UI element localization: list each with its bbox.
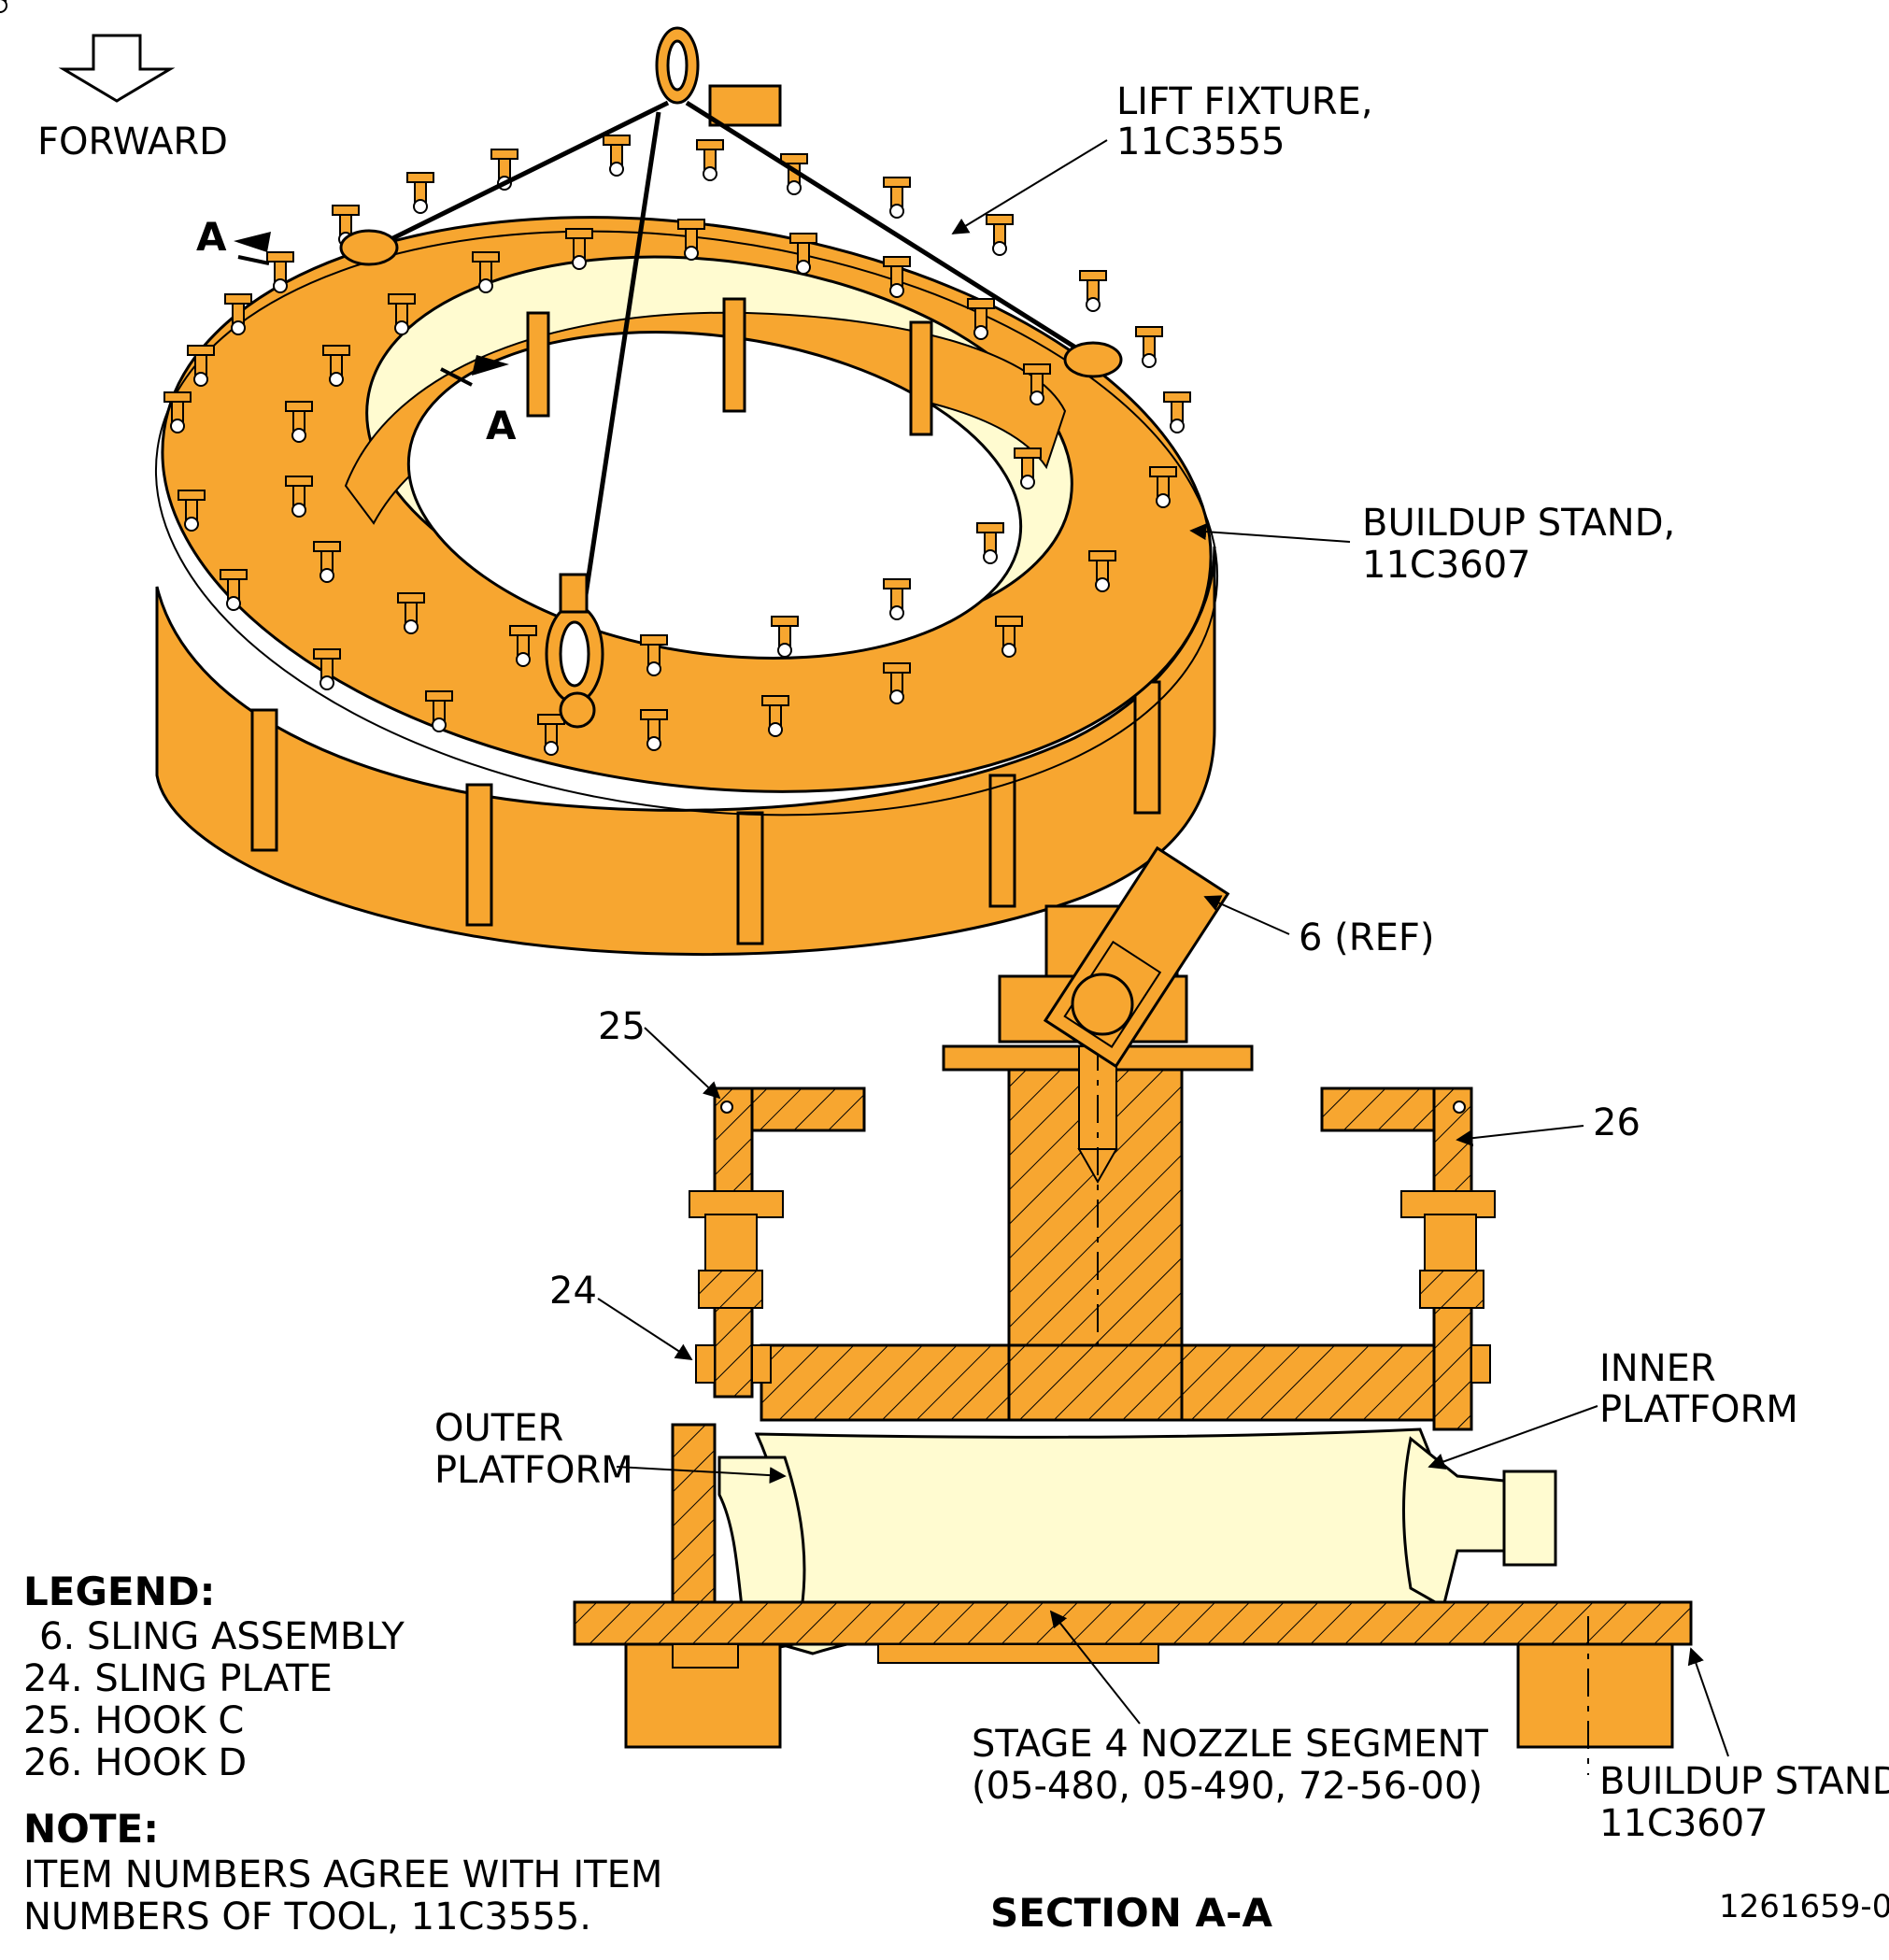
section-marker-top: A (196, 214, 227, 260)
note-line2: NUMBERS OF TOOL, 11C3555. (23, 1896, 591, 1939)
forward-arrow-icon (58, 34, 176, 103)
nozzle-label-line2: (05-480, 05-490, 72-56-00) (972, 1765, 1483, 1808)
hook-clamps (0, 0, 1191, 756)
nozzle-label-line1: STAGE 4 NOZZLE SEGMENT (972, 1723, 1488, 1766)
buildup-stand-top-label-line2: 11C3607 (1362, 544, 1531, 587)
outer-platform-label-line2: PLATFORM (434, 1449, 633, 1492)
forward-label: FORWARD (37, 121, 228, 163)
nozzle-leader (1049, 1610, 1141, 1725)
buildup-stand-bottom-leader (1687, 1647, 1729, 1757)
section-a-a-view (573, 845, 1693, 1775)
buildup-stand-top-label-line1: BUILDUP STAND, (1362, 502, 1675, 545)
hook-c (689, 1087, 866, 1399)
sling-assembly (339, 26, 1123, 729)
outer-platform-leader (616, 1466, 787, 1484)
section-cut-arrow-icon (234, 232, 509, 387)
isometric-fixture: A A (0, 0, 1219, 957)
ref-6-leader (1203, 895, 1290, 935)
buildup-stand-bottom-label-line1: BUILDUP STAND, (1599, 1760, 1889, 1803)
buildup-stand-section (573, 1600, 1693, 1646)
inner-platform-leader (1427, 1405, 1598, 1470)
item-24-leader (597, 1298, 693, 1360)
buildup-stand-bottom-label-line2: 11C3607 (1599, 1802, 1768, 1845)
legend-item: 26. HOOK D (23, 1741, 247, 1784)
lift-fixture-leader (951, 139, 1108, 234)
item-26-label: 26 (1593, 1101, 1640, 1144)
section-marker-bottom: A (486, 403, 517, 448)
section-title: SECTION A-A (990, 1890, 1272, 1936)
ref-6-label: 6 (REF) (1299, 916, 1434, 959)
item-25-label: 25 (598, 1005, 646, 1048)
inner-platform-label-line1: INNER (1599, 1347, 1716, 1390)
item-26-leader (1456, 1125, 1584, 1147)
item-25-leader (644, 1027, 721, 1100)
note-title: NOTE: (23, 1806, 159, 1852)
hook-d (1320, 1087, 1496, 1431)
legend-item: 25. HOOK C (23, 1699, 244, 1742)
figure-id: 1261659-02 (1719, 1888, 1889, 1925)
note-line1: ITEM NUMBERS AGREE WITH ITEM (23, 1853, 662, 1896)
inner-platform-label-line2: PLATFORM (1599, 1388, 1798, 1431)
legend-item: 24. SLING PLATE (23, 1657, 333, 1700)
buildup-stand-top-leader (1189, 523, 1351, 543)
legend-item: 6. SLING ASSEMBLY (39, 1615, 405, 1658)
legend-title: LEGEND: (23, 1569, 215, 1614)
lift-fixture-label-line2: 11C3555 (1116, 121, 1285, 163)
outer-platform-label-line1: OUTER (434, 1407, 563, 1450)
item-24-label: 24 (549, 1270, 597, 1313)
lift-fixture-label-line1: LIFT FIXTURE, (1116, 80, 1373, 123)
